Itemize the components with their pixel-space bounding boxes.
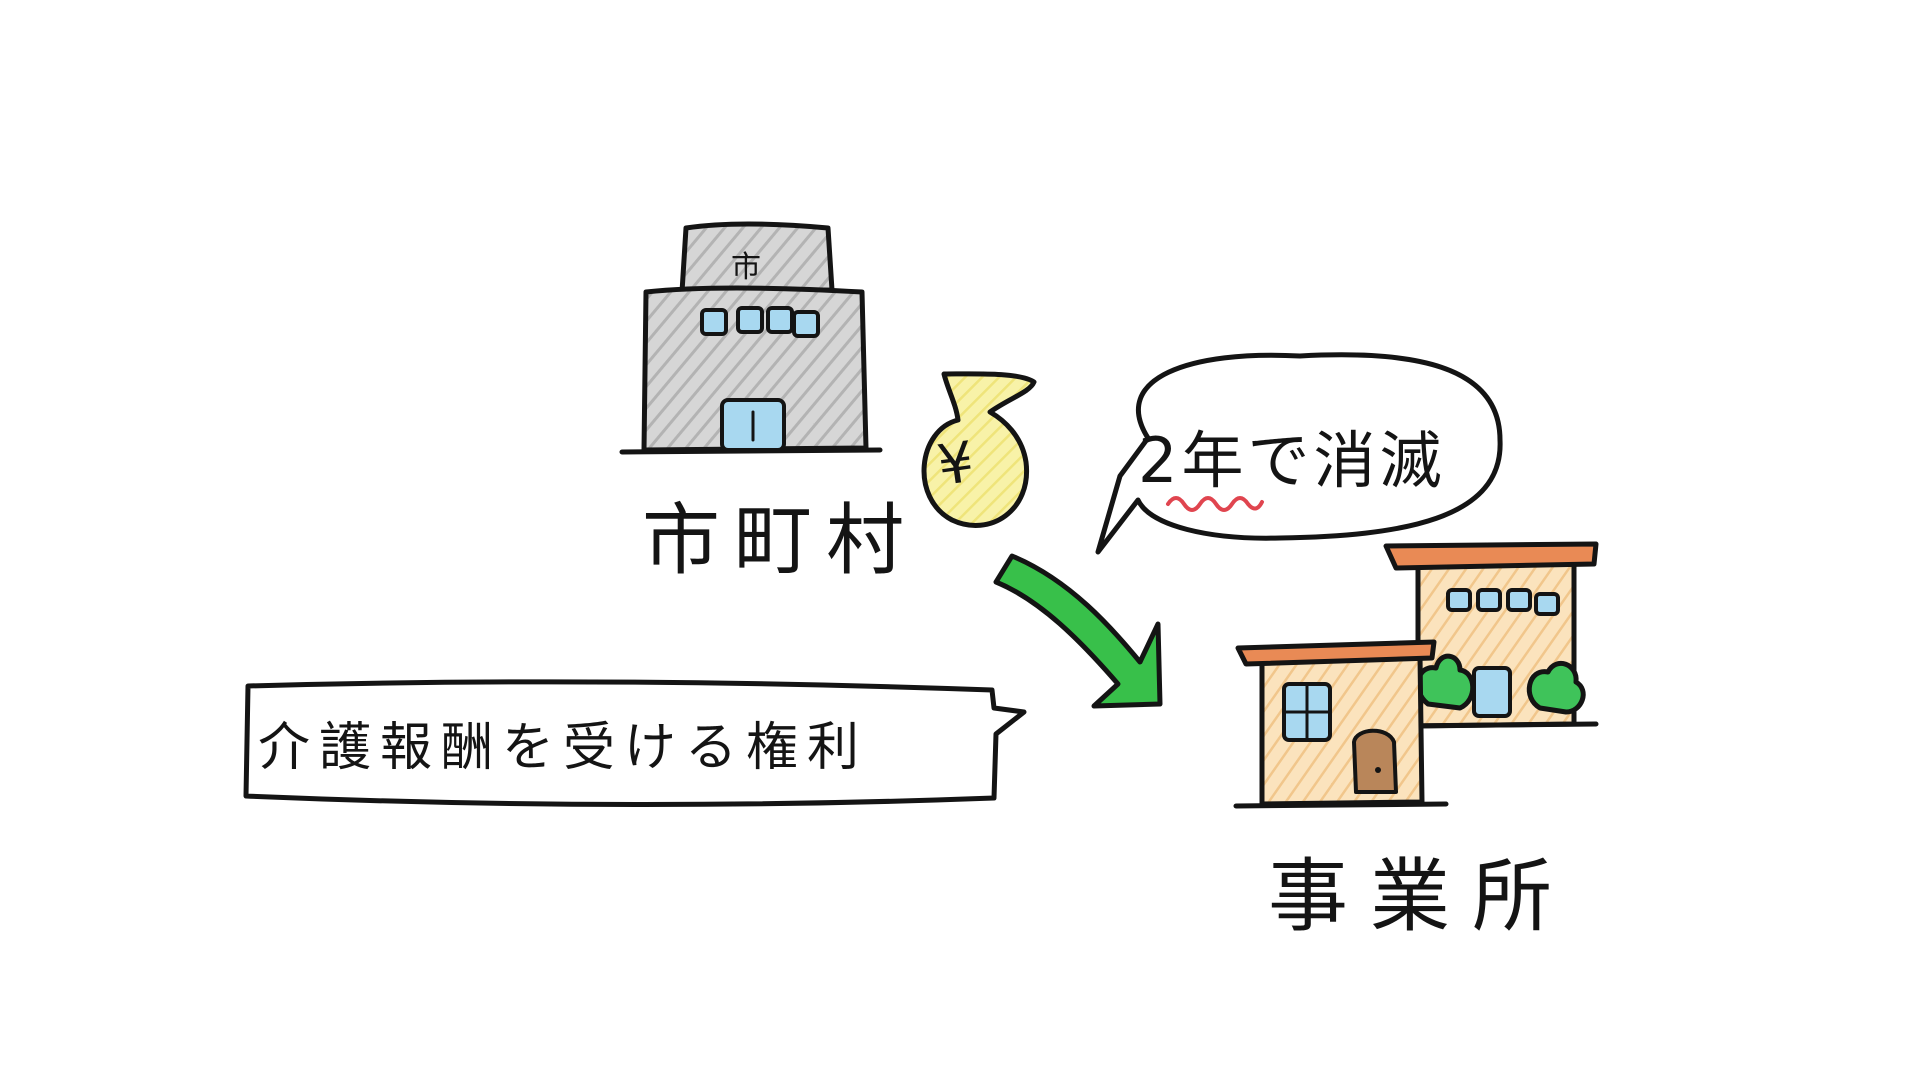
bush-icon [1526,660,1586,715]
window-icon [1476,588,1502,612]
window-icon [766,306,794,334]
municipality-building [619,221,883,455]
back-door-icon [1472,666,1512,718]
speech-bubble-text: 2年で消滅 [1138,424,1446,497]
transfer-arrow-icon [993,553,1163,709]
business-office-label: 事業所 [1268,850,1574,943]
right-label-frame [243,679,1027,808]
window-icon [1534,592,1560,616]
right-label-text: 介護報酬を受ける権利 [258,718,869,778]
window-icon [700,308,728,336]
window-icon [736,306,764,334]
money-bag-icon [921,371,1037,528]
business-office-building [1233,541,1599,809]
window-icon [792,310,820,338]
window-icon [1506,588,1532,612]
municipality-roof-sign: 市 [731,250,761,285]
speech-bubble [1095,352,1503,555]
municipality-label: 市町村 [642,496,919,586]
front-roof [1235,639,1437,667]
window-icon [1446,588,1472,612]
building-top-tier [679,221,835,295]
back-roof [1383,541,1599,571]
emphasis-squiggle [1166,496,1264,512]
front-door-icon [1352,728,1398,794]
